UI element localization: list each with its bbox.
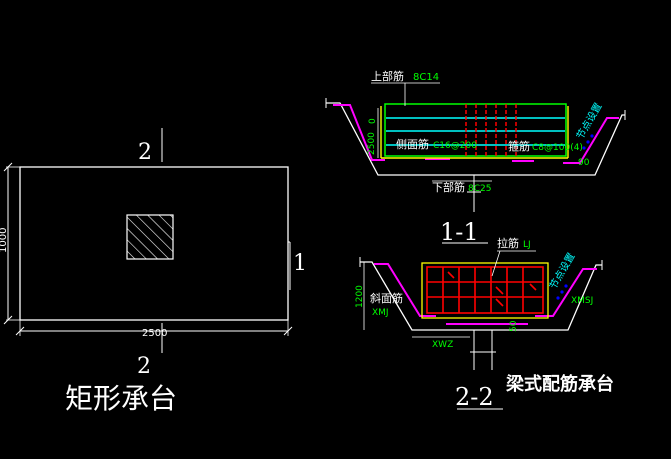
section-2-red-grid xyxy=(426,266,544,314)
slope-rebar-label: 斜面筋 xyxy=(370,291,403,305)
top-rebar-spec: 8C14 xyxy=(413,72,439,83)
slope-right-code: XMSJ xyxy=(571,296,593,306)
section-1-outline xyxy=(326,102,625,176)
section-2-magenta-bar xyxy=(374,263,436,317)
section-mark-bottom: 2 xyxy=(137,354,151,379)
column-hatch xyxy=(126,214,174,260)
side-rebar-label: 侧面筋 xyxy=(396,137,429,151)
section-1-angle: 90 xyxy=(578,158,590,168)
dim-height: 1000 xyxy=(0,228,9,253)
pile-cap-outline xyxy=(19,166,289,321)
slope-left-code: XMJ xyxy=(372,308,389,318)
top-rebar-label: 上部筋 xyxy=(371,69,404,83)
side-rebar-spec: C16@200 xyxy=(433,141,477,151)
section-1-magenta-bar xyxy=(333,104,385,161)
section-2-height-dim: 1200 xyxy=(355,285,365,308)
section-1-node-text: 节点设置 xyxy=(574,101,604,142)
bottom-rebar-label: 下部筋 xyxy=(432,180,465,194)
section-1-1: 0 2500 上部筋 8C14 侧面筋 C16@200 箍筋 C8@100(4)… xyxy=(325,69,626,246)
section-2-node-dots xyxy=(556,284,568,300)
section-mark-right: 1 xyxy=(293,251,307,276)
tie-spec: LJ xyxy=(523,240,531,250)
section-mark-top: 2 xyxy=(138,140,152,165)
section-1-red-stirrups xyxy=(465,104,517,156)
section-1-small-dim: 0 xyxy=(368,118,378,124)
bottom-rebar-spec: 8C25 xyxy=(468,184,491,194)
plan-view: 2 2 1 1000 2500 矩形承台 xyxy=(0,128,307,415)
section-2-bottom-code: XWZ xyxy=(432,340,453,350)
section-2-title: 2-2 xyxy=(455,383,494,411)
tie-label: 拉筋 xyxy=(497,236,519,250)
right-caption: 梁式配筋承台 xyxy=(505,373,614,395)
section-1-left-dim: 2500 xyxy=(367,132,377,155)
stirrup-label: 箍筋 xyxy=(508,139,530,153)
stirrup-spec: C8@100(4) xyxy=(532,143,583,153)
section-2-outline xyxy=(360,261,602,331)
section-1-title: 1-1 xyxy=(440,218,479,246)
section-1-node-dots xyxy=(582,134,594,150)
dim-width: 2500 xyxy=(142,328,167,339)
section-2-small-dim: 50 xyxy=(509,320,519,332)
section-2-yellow-frame xyxy=(421,262,549,319)
plan-caption: 矩形承台 xyxy=(65,382,177,415)
